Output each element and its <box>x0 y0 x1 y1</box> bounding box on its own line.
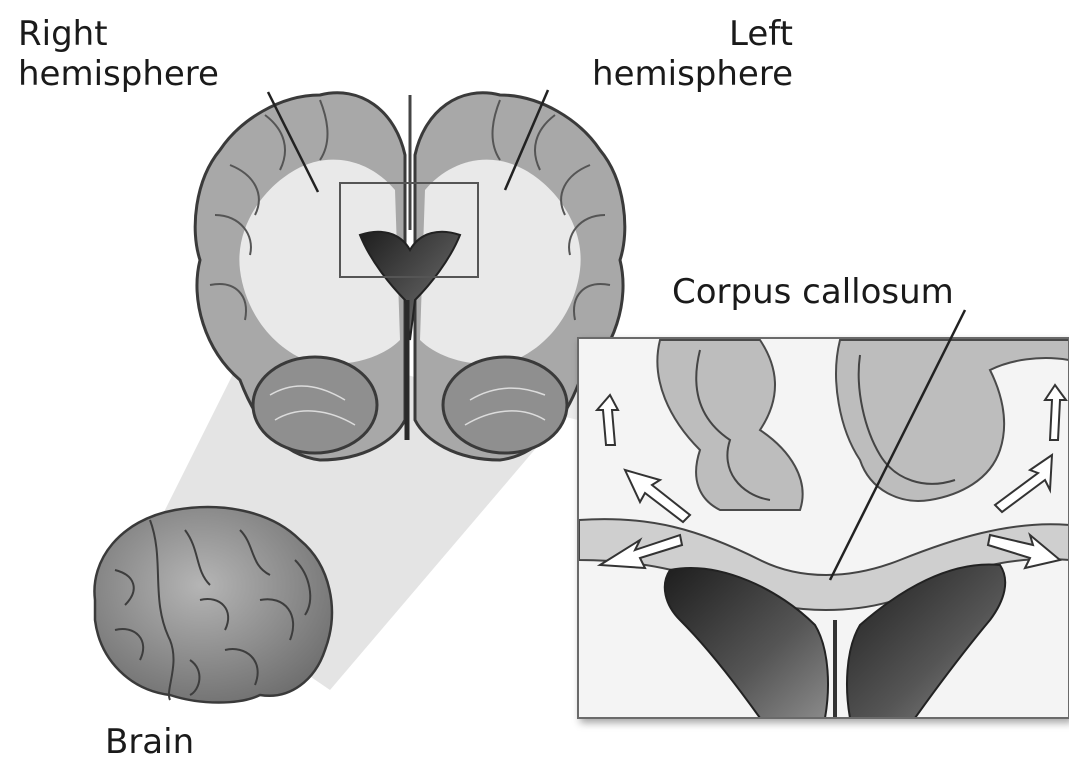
right-hemisphere-label-line2: hemisphere <box>18 54 219 94</box>
whole-brain-illustration <box>94 507 331 702</box>
right-hemisphere-label-line1: Right <box>18 14 219 54</box>
left-hemisphere-label: Left hemisphere <box>592 14 793 94</box>
left-temporal-lobe <box>443 357 567 453</box>
right-hemisphere-label: Right hemisphere <box>18 14 219 94</box>
corpus-callosum-label: Corpus callosum <box>672 272 954 312</box>
left-hemisphere-label-line1: Left <box>592 14 793 54</box>
left-hemisphere-label-line2: hemisphere <box>592 54 793 94</box>
right-temporal-lobe <box>253 357 377 453</box>
brain-label: Brain <box>105 722 194 762</box>
